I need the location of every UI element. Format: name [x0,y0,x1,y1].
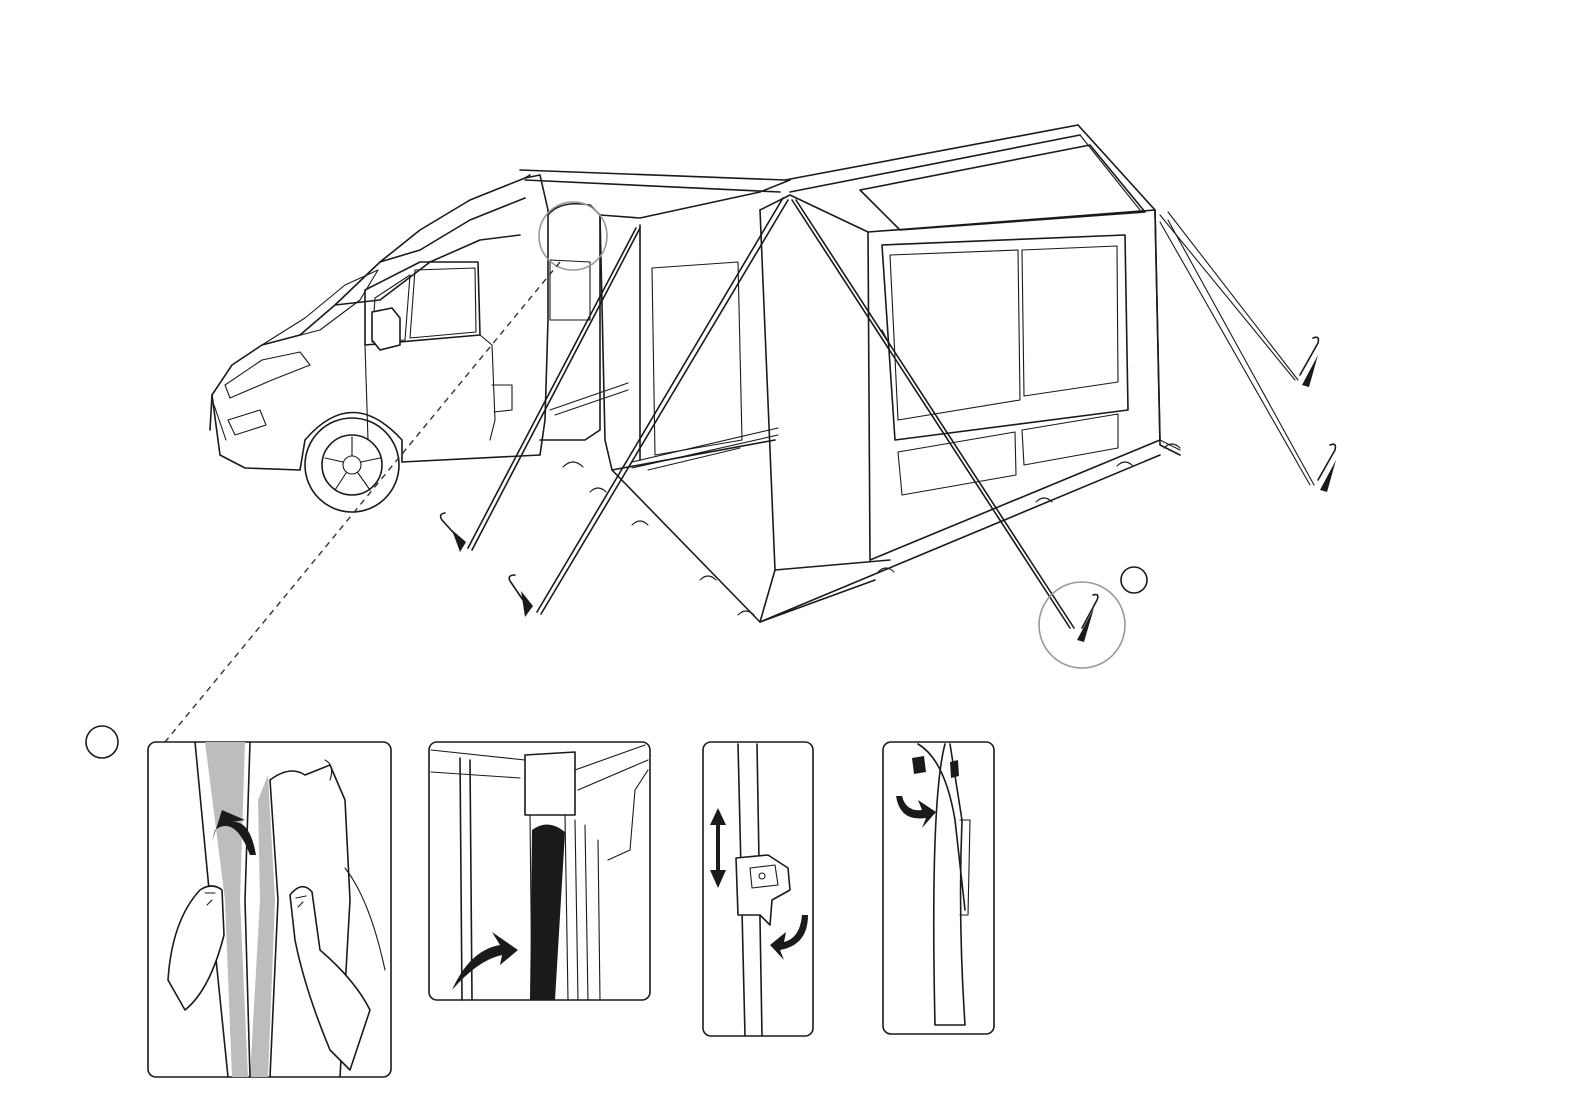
zoom-circle-peg [1039,582,1125,668]
zoom-circle-top [539,202,607,270]
tent-pegs [441,337,1336,642]
step-panel-velcro-pocket [883,742,994,1034]
step-panel-velcro-zip [148,742,391,1077]
step-panel-strap-fastening [429,742,650,1000]
peg-icon [1300,337,1318,387]
peg-icon [509,575,533,617]
step-marker-circle [86,726,118,758]
step-panel-pole-clamp [703,742,813,1036]
peg-icon [1077,595,1098,642]
peg-icon [441,513,466,552]
peg-icon [1318,444,1336,492]
step-marker-circle [1121,567,1147,593]
awning-illustration [468,125,1314,628]
motorhome-illustration [210,175,600,512]
